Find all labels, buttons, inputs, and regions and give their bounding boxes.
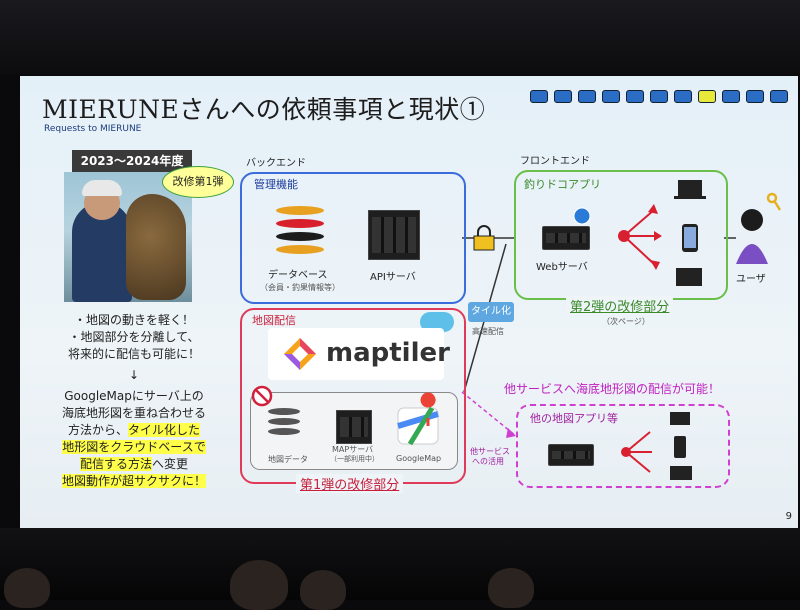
user-label: ユーザ (736, 274, 766, 285)
para-line-6-text: 地図動作が超サクサクに！ (61, 474, 206, 488)
globe-icon (573, 207, 591, 225)
progress-dot (650, 90, 668, 103)
down-arrow: ↓ (128, 368, 140, 382)
maptiler-wordmark: maptiler (326, 338, 450, 368)
other-service-note: 他サービスへ海底地形図の配信が可能！ (504, 382, 721, 396)
phase1-label: 第1弾の改修部分 (296, 474, 404, 493)
lock-icon (473, 225, 495, 251)
audience-head (300, 570, 346, 610)
bullet-1: ・地図の動きを軽く！ (73, 313, 194, 327)
other-use-1: 他サービス (470, 447, 510, 456)
progress-dot (746, 90, 764, 103)
para-line-5b: へ変更 (152, 457, 189, 471)
map-server-label: MAPサーバ (332, 445, 374, 454)
fisherman-photo (64, 172, 192, 302)
bullet-3: 将来的に配信も可能に！ (67, 347, 200, 361)
audience-head (488, 568, 534, 608)
other-app-title: 他の地図アプリ等 (530, 412, 618, 425)
tile-label: タイル化 (468, 302, 514, 322)
audience-head (230, 560, 288, 610)
user-icon (736, 192, 782, 264)
key-icon (766, 192, 778, 204)
para-line-1: GoogleMapにサーバ上の (64, 389, 204, 403)
progress-dot (626, 90, 644, 103)
slide-title: MIERUNEさんへの依頼事項と現状① (42, 95, 486, 124)
progress-dot (698, 90, 716, 103)
map-delivery-title: 地図配信 (252, 314, 296, 327)
api-server-icon (368, 210, 420, 260)
progress-dot (674, 90, 692, 103)
para-line-4-text: 地形図をクラウドベースで (62, 440, 206, 454)
para-line-6: 地図動作が超サクサクに！ (34, 473, 234, 490)
progress-dot (554, 90, 572, 103)
phase1-bubble: 改修第1弾 (162, 166, 234, 198)
para-line-2: 海底地形図を重ね合わせる (61, 406, 206, 420)
tablet-icon (676, 268, 702, 286)
management-title: 管理機能 (254, 178, 298, 191)
para-line-3a: 方法から、 (67, 423, 128, 437)
progress-dot (530, 90, 548, 103)
app-title: 釣りドコアプリ (524, 178, 601, 191)
para-line-3b: タイル化した (128, 423, 201, 437)
fast-delivery-label: 高速配信 (472, 327, 504, 336)
prohibited-icon (251, 385, 273, 407)
googlemap-label: GoogleMap (396, 454, 442, 463)
progress-dot (770, 90, 788, 103)
database-sub: （会員・釣果情報等） (260, 283, 340, 292)
presentation-slide: MIERUNEさんへの依頼事項と現状① Requests to MIERUNE … (20, 76, 798, 528)
para-line-5a: 配信する方法 (79, 457, 152, 471)
stage-background (0, 0, 800, 75)
slide-subtitle: Requests to MIERUNE (44, 124, 142, 134)
frontend-label: フロントエンド (520, 156, 590, 167)
year-label: 2023～2024年度 (72, 150, 192, 172)
progress-dot (602, 90, 620, 103)
other-service-line (461, 391, 517, 437)
para-line-3: 方法から、タイル化した (34, 422, 234, 439)
left-description: ・地図の動きを軽く！ ・地図部分を分離して、 将来的に配信も可能に！ ↓ Goo… (34, 312, 234, 490)
distribution-arrows-icon (618, 204, 662, 270)
audience-area (0, 528, 800, 610)
progress-dots (530, 90, 788, 103)
progress-dot (722, 90, 740, 103)
bullet-2: ・地図部分を分離して、 (68, 330, 200, 344)
page-number: 9 (785, 511, 792, 522)
map-server-sub: （一部利用中） (330, 455, 379, 463)
googlemap-icon (397, 392, 439, 446)
web-server-icon (542, 226, 590, 250)
other-service-arrowhead (506, 428, 516, 438)
database-icon (276, 206, 324, 258)
map-server-icon (336, 410, 372, 444)
other-use-2: への活用 (472, 457, 504, 466)
progress-dot (578, 90, 596, 103)
para-line-4: 地形図をクラウドベースで (34, 439, 234, 456)
backend-label: バックエンド (246, 158, 306, 169)
maptiler-logo: maptiler (268, 328, 450, 380)
audience-head (4, 568, 50, 608)
database-label: データベース (268, 270, 328, 281)
other-server-icon (548, 444, 594, 466)
other-distribution-icon (621, 412, 692, 480)
maptiler-mark-icon (284, 338, 316, 370)
phase2-sub: （次ページ） (602, 317, 650, 326)
para-line-5: 配信する方法へ変更 (34, 456, 234, 473)
map-data-label: 地図データ (268, 455, 308, 464)
device-icons (674, 180, 706, 286)
other-app-box (516, 404, 730, 488)
person-cap (82, 180, 122, 196)
api-server-label: APIサーバ (370, 272, 416, 283)
laptop-icon (678, 180, 702, 196)
management-box (240, 172, 466, 304)
fish-figure (126, 194, 186, 300)
map-data-icon (268, 408, 300, 460)
phase2-label: 第2弾の改修部分 (566, 296, 674, 315)
web-server-label: Webサーバ (536, 262, 588, 273)
cloud-icon (420, 312, 454, 332)
